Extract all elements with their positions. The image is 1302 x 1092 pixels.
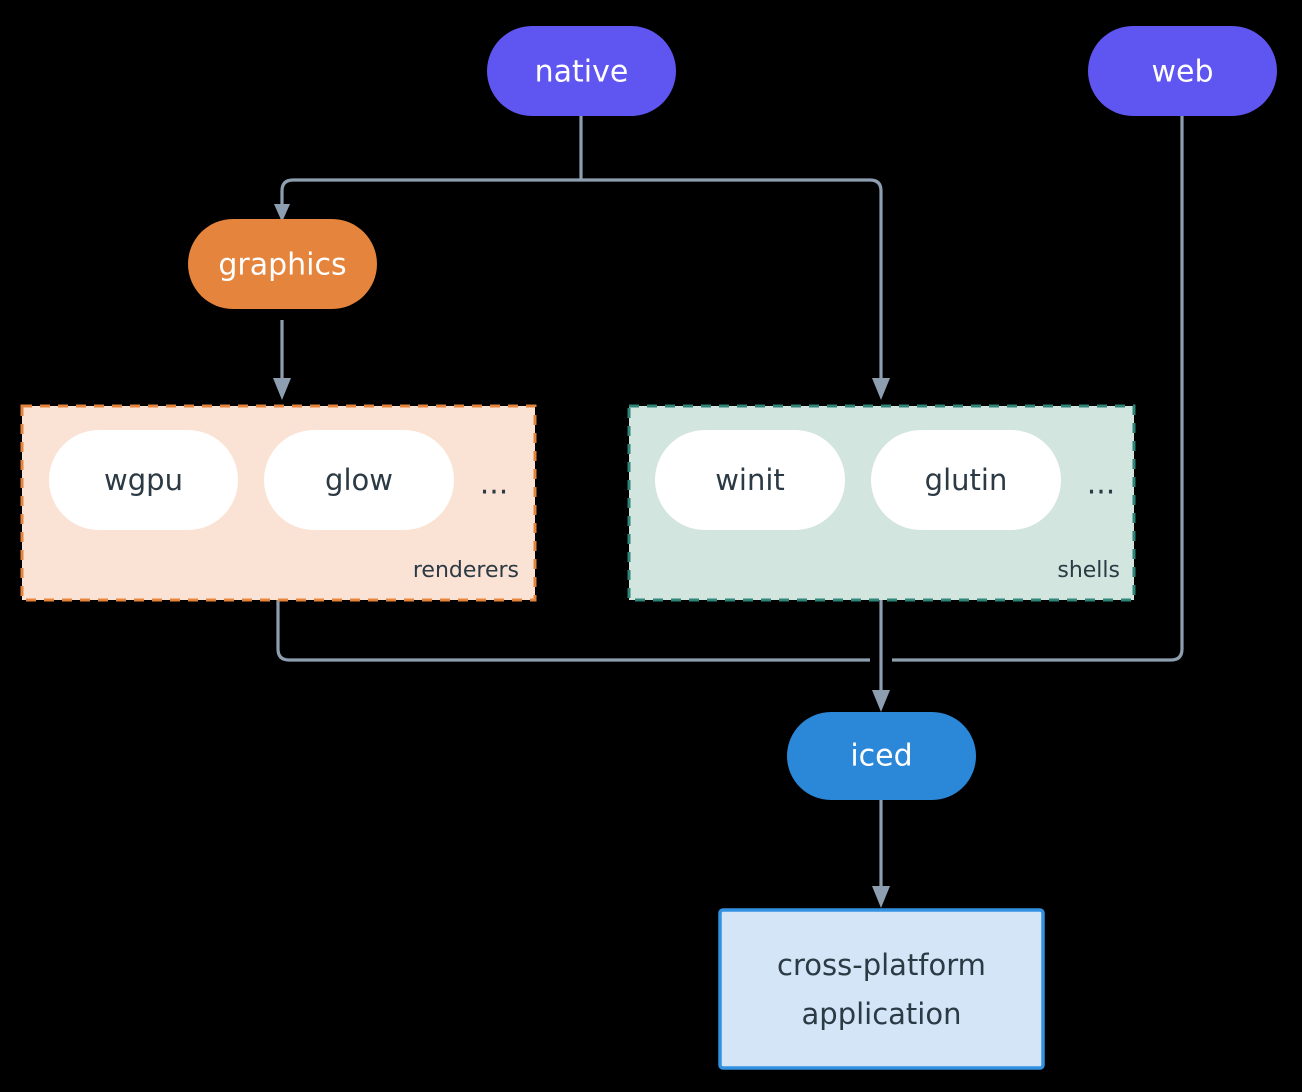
pill-glutin[interactable]: glutin bbox=[871, 430, 1061, 530]
group-renderers-label: renderers bbox=[413, 558, 519, 583]
group-shells-label: shells bbox=[1057, 558, 1120, 583]
arrowhead-iced-application bbox=[872, 886, 890, 908]
group-shells[interactable]: winit glutin ... shells bbox=[627, 404, 1136, 602]
edge-web-to-merge bbox=[892, 115, 1184, 662]
pill-glutin-shape bbox=[871, 430, 1061, 530]
node-graphics-label: graphics bbox=[218, 248, 346, 283]
node-iced-label: iced bbox=[850, 739, 912, 774]
node-application-shape bbox=[718, 908, 1045, 1070]
node-iced[interactable]: iced bbox=[787, 712, 976, 800]
pill-winit[interactable]: winit bbox=[655, 430, 845, 530]
edge-renderers-to-merge bbox=[276, 600, 870, 662]
node-web-label: web bbox=[1151, 55, 1213, 90]
renderers-ellipsis: ... bbox=[480, 467, 509, 502]
pill-glutin-label: glutin bbox=[925, 463, 1008, 497]
node-iced-shape bbox=[787, 712, 976, 800]
pill-wgpu-label: wgpu bbox=[104, 463, 183, 497]
pill-wgpu[interactable]: wgpu bbox=[49, 430, 238, 530]
pill-glow[interactable]: glow bbox=[264, 430, 454, 530]
node-application[interactable]: cross-platform application bbox=[718, 908, 1045, 1070]
node-application-label-line1: cross-platform bbox=[777, 948, 986, 982]
pill-winit-label: winit bbox=[715, 463, 785, 497]
node-native-label: native bbox=[535, 55, 629, 90]
node-graphics[interactable]: graphics bbox=[188, 219, 377, 309]
edge-native-to-graphics bbox=[280, 178, 581, 206]
arrowhead-graphics-renderers bbox=[273, 378, 291, 400]
arrowhead-native-graphics bbox=[274, 204, 290, 222]
pill-glow-shape bbox=[264, 430, 454, 530]
arrowhead-native-shells bbox=[872, 378, 890, 400]
pill-winit-shape bbox=[655, 430, 845, 530]
node-native[interactable]: native bbox=[487, 26, 676, 116]
node-web-shape bbox=[1088, 26, 1277, 116]
pill-wgpu-shape bbox=[49, 430, 238, 530]
group-renderers[interactable]: wgpu glow ... renderers bbox=[20, 404, 537, 602]
edge-native-to-shells bbox=[581, 178, 883, 380]
node-native-shape bbox=[487, 26, 676, 116]
arrowhead-merge-iced bbox=[872, 690, 890, 712]
node-web[interactable]: web bbox=[1088, 26, 1277, 116]
node-application-label-line2: application bbox=[802, 997, 962, 1031]
pill-glow-label: glow bbox=[325, 463, 393, 497]
node-graphics-shape bbox=[188, 219, 377, 309]
edge-layer bbox=[273, 115, 1184, 908]
shells-ellipsis: ... bbox=[1087, 467, 1116, 502]
